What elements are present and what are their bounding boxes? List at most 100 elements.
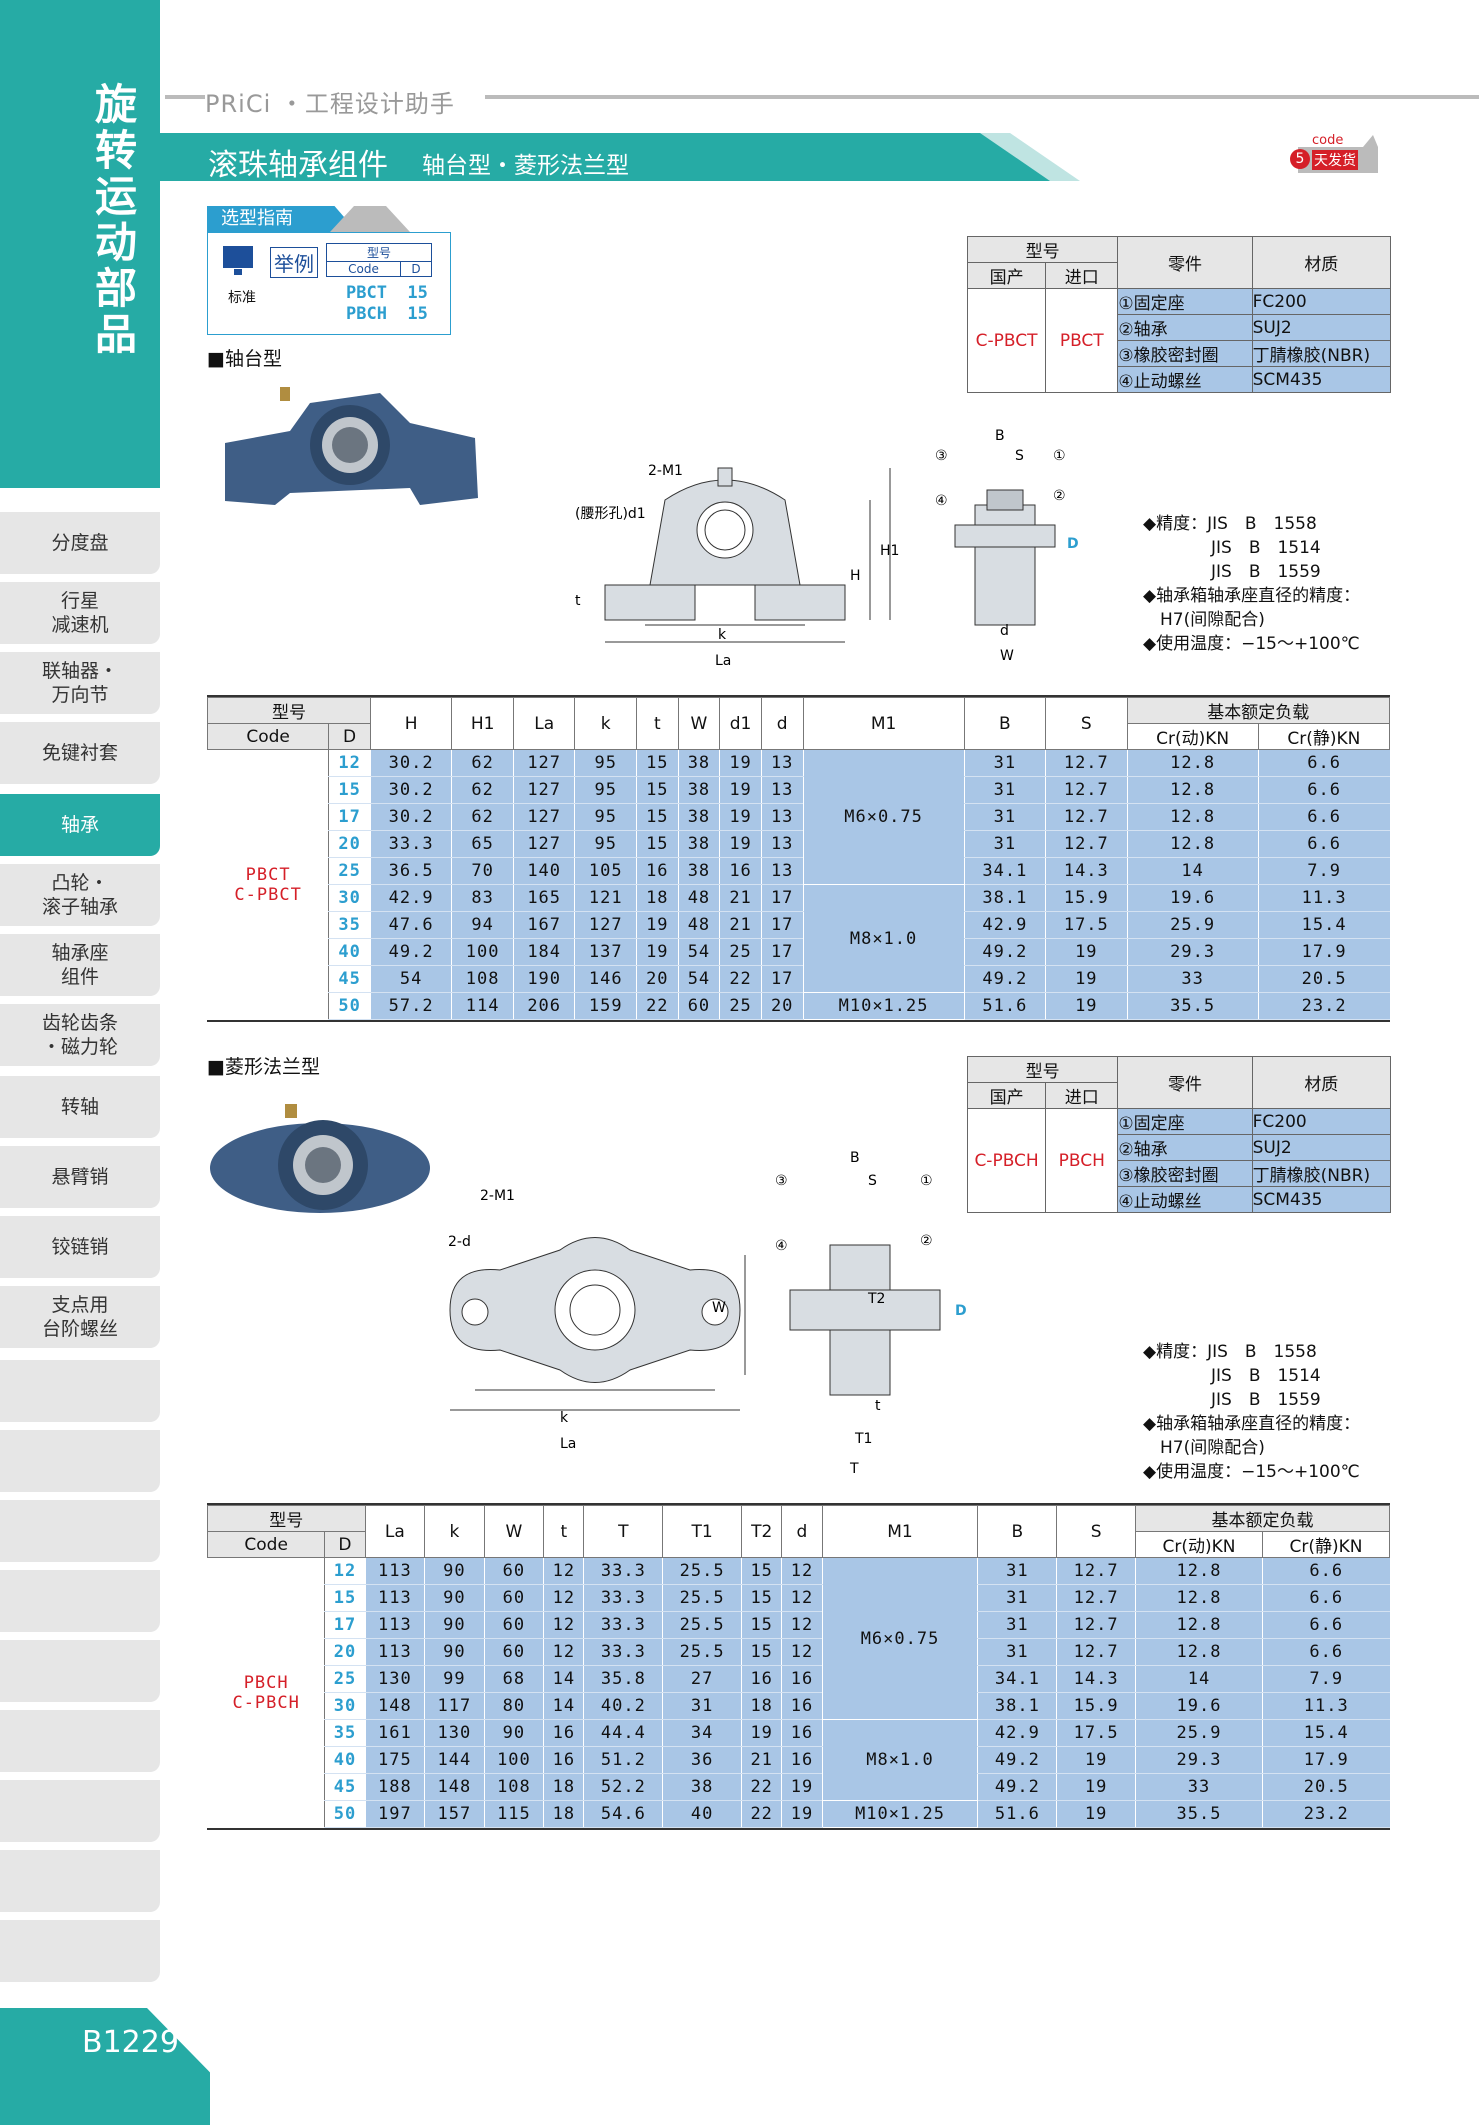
hdr-col: k xyxy=(424,1505,485,1558)
sidebar-tab[interactable]: 行星 减速机 xyxy=(0,582,160,644)
table-cell: 40.2 xyxy=(583,1692,663,1720)
table-cell: 95 xyxy=(574,776,637,804)
table-cell: 13 xyxy=(760,776,803,804)
sidebar-tab-empty[interactable] xyxy=(0,1570,160,1632)
spec-line: ◆使用温度：−15～+100℃ xyxy=(1143,1462,1360,1482)
table-cell: 70 xyxy=(451,857,514,885)
table-cell: 105 xyxy=(574,857,637,885)
sidebar-tab-empty[interactable] xyxy=(0,1850,160,1912)
sidebar-tab[interactable]: 免键衬套 xyxy=(0,722,160,784)
parts1-mat: SCM435 xyxy=(1251,366,1392,393)
sidebar-tab[interactable]: 凸轮・ 滚子轴承 xyxy=(0,864,160,926)
sidebar-tab-empty[interactable] xyxy=(0,1360,160,1422)
flange-bearing-photo xyxy=(210,1104,430,1213)
table-cell: 99 xyxy=(424,1665,485,1693)
hdr-col: T1 xyxy=(662,1505,743,1558)
table-cell: 16 xyxy=(781,1746,823,1774)
table-cell: 140 xyxy=(512,857,575,885)
delivery-badge: code 5 天发货 xyxy=(1278,133,1388,179)
table-cell: 17.9 xyxy=(1261,1746,1390,1774)
table-cell: 42.9 xyxy=(963,911,1046,939)
sidebar-tab-empty[interactable] xyxy=(0,1710,160,1772)
spec-line: JIS B 1514 xyxy=(1143,538,1321,558)
table-cell: 19 xyxy=(719,830,762,858)
dim-d-small: d xyxy=(1000,623,1009,639)
sidebar-tab-empty[interactable] xyxy=(0,1920,160,1982)
sidebar-tab[interactable]: 联轴器・ 万向节 xyxy=(0,652,160,714)
table-cell: 40 xyxy=(662,1800,742,1828)
sidebar-tab[interactable]: 铰链销 xyxy=(0,1216,160,1278)
table-cell: 35.5 xyxy=(1126,992,1259,1020)
table-cell: 17 xyxy=(760,965,803,993)
table-cell: 16 xyxy=(781,1692,823,1720)
d-cell: 25 xyxy=(324,1665,366,1693)
parts1-part: ④止动螺丝 xyxy=(1117,366,1253,393)
hdr-col: k xyxy=(574,697,637,750)
sidebar-tab-empty[interactable] xyxy=(0,1640,160,1702)
sidebar-tab[interactable]: 悬臂销 xyxy=(0,1146,160,1208)
table-cell: 16 xyxy=(781,1665,823,1693)
dim2-w: W xyxy=(712,1300,726,1316)
m1-cell: M6×0.75 xyxy=(821,1557,978,1720)
sidebar-tab[interactable]: 转轴 xyxy=(0,1076,160,1138)
dim2-tt: T xyxy=(849,1461,859,1477)
table-cell: 14 xyxy=(543,1665,584,1693)
hdr-col: t xyxy=(543,1505,585,1558)
table-cell: 36 xyxy=(662,1746,742,1774)
sidebar-tab-empty[interactable] xyxy=(0,1780,160,1842)
badge-text: 天发货 xyxy=(1312,150,1358,170)
table-cell: 11.3 xyxy=(1257,884,1390,912)
sidebar-tab[interactable]: 齿轮齿条 ・磁力轮 xyxy=(0,1004,160,1066)
table-cell: 35.8 xyxy=(583,1665,663,1693)
table-cell: 29.3 xyxy=(1126,938,1259,966)
table-cell: 12.7 xyxy=(1045,830,1128,858)
sidebar-tab[interactable]: 支点用 台阶螺丝 xyxy=(0,1286,160,1348)
table-cell: 19 xyxy=(636,938,679,966)
code-value: PBCH xyxy=(243,1672,289,1693)
table-cell: 20 xyxy=(760,992,803,1020)
hdr-model: 型号 xyxy=(207,1505,366,1532)
spec-line: ◆轴承箱轴承座直径的精度： xyxy=(1143,586,1361,606)
parts1-imp: PBCT xyxy=(1045,288,1119,393)
table-cell: 25 xyxy=(719,992,762,1020)
table-cell: 30.2 xyxy=(369,803,452,831)
table-cell: 33 xyxy=(1135,1773,1263,1801)
table-cell: 31 xyxy=(963,830,1046,858)
sidebar-tab[interactable]: 轴承座 组件 xyxy=(0,934,160,996)
page-title: 滚珠轴承组件 xyxy=(208,148,388,183)
parts2-part: ③橡胶密封圈 xyxy=(1117,1160,1253,1187)
dim2-t2: T2 xyxy=(867,1291,885,1307)
spec-line: JIS B 1514 xyxy=(1143,1366,1321,1386)
parts1-mat: 丁腈橡胶(NBR) xyxy=(1251,340,1392,367)
m1-cell: M10×1.25 xyxy=(802,992,965,1020)
hdr-d: D xyxy=(328,723,371,750)
callout-2: ② xyxy=(1053,488,1066,504)
sidebar-tab[interactable]: 轴承 xyxy=(0,794,160,856)
parts2-hdr-part: 零件 xyxy=(1117,1056,1253,1109)
table-cell: 18 xyxy=(636,884,679,912)
d-cell: 40 xyxy=(324,1746,366,1774)
table-cell: 83 xyxy=(451,884,514,912)
table-cell: 27 xyxy=(662,1665,742,1693)
monitor-icon xyxy=(223,246,253,275)
table-cell: 19 xyxy=(1045,938,1128,966)
sidebar-tab-empty[interactable] xyxy=(0,1430,160,1492)
table-cell: 35.5 xyxy=(1135,1800,1263,1828)
hdr-load: 基本额定负载 xyxy=(1126,697,1391,724)
sidebar-tab-empty[interactable] xyxy=(0,1500,160,1562)
table-cell: 157 xyxy=(424,1800,485,1828)
table-cell: 144 xyxy=(424,1746,485,1774)
table-cell: 33.3 xyxy=(583,1584,663,1612)
pillow-block-photo xyxy=(225,387,478,505)
table-cell: 12 xyxy=(543,1557,584,1585)
sidebar-tab[interactable]: 分度盘 xyxy=(0,512,160,574)
section1-label: ■轴台型 xyxy=(207,348,282,370)
table-cell: 25.5 xyxy=(662,1557,742,1585)
table-cell: 54.6 xyxy=(583,1800,663,1828)
guide-label: 选型指南 xyxy=(207,206,357,232)
